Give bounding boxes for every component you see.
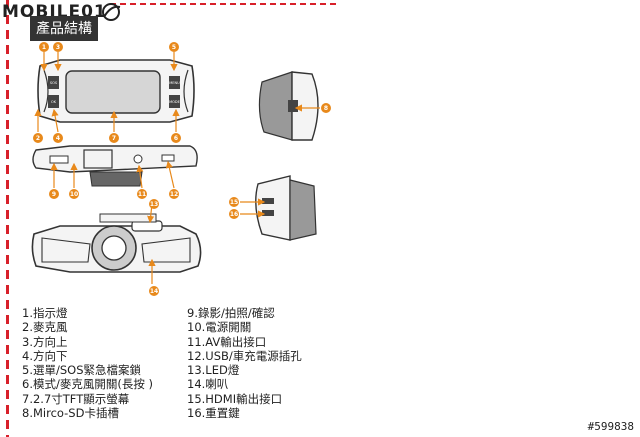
legend-item: 13.LED燈 (187, 363, 240, 378)
legend-item: 9.錄影/拍照/確認 (187, 306, 275, 320)
badge-8: 8 (321, 103, 331, 113)
badge-12: 12 (169, 189, 179, 199)
ok-mark: OK (51, 100, 57, 104)
svg-text:6: 6 (174, 135, 178, 142)
side-view-bottom (255, 175, 317, 241)
legend-item: 2.麥克風 (22, 320, 68, 335)
ok-button (48, 95, 59, 108)
legend-item: 15.HDMI輸出接口 (187, 391, 283, 406)
svg-text:15: 15 (230, 199, 238, 206)
badge-6: 6 (171, 133, 181, 143)
badge-15: 15 (229, 197, 239, 207)
tft-screen (65, 70, 161, 114)
svg-text:7: 7 (112, 135, 116, 142)
side-view-top (258, 71, 319, 141)
svg-text:5: 5 (172, 44, 176, 51)
badge-5: 5 (169, 42, 179, 52)
svg-text:10: 10 (70, 191, 78, 198)
badge-16: 16 (229, 209, 239, 219)
logo-swirl-icon (102, 3, 121, 21)
badge-3: 3 (53, 42, 63, 52)
badge-10: 10 (69, 189, 79, 199)
menu-mark: MENU (169, 81, 180, 85)
red-dashed-border-horizontal (110, 3, 338, 5)
rear-view (31, 213, 202, 273)
badge-1: 1 (39, 42, 49, 52)
badge-11: 11 (137, 189, 147, 199)
mode-button (169, 95, 180, 108)
svg-text:11: 11 (138, 191, 146, 198)
svg-text:12: 12 (170, 191, 178, 198)
svg-text:8: 8 (324, 105, 328, 112)
svg-text:14: 14 (150, 288, 158, 295)
badge-14: 14 (149, 286, 159, 296)
badge-2: 2 (33, 133, 43, 143)
front-view (37, 59, 195, 123)
callout-lines (34, 52, 320, 284)
legend-item: 8.Mirco-SD卡插槽 (22, 406, 119, 421)
legend-item: 11.AV輸出接口 (187, 334, 267, 349)
svg-text:3: 3 (56, 44, 60, 51)
red-dashed-border-vertical (6, 0, 9, 437)
legend-item: 7.2.7寸TFT顯示螢幕 (22, 391, 130, 406)
svg-text:16: 16 (230, 211, 238, 218)
section-title: 產品結構 (30, 16, 98, 41)
legend-item: 1.指示燈 (22, 306, 68, 320)
badge-4: 4 (53, 133, 63, 143)
menu-button (169, 76, 180, 89)
legend-item: 10.電源開關 (187, 320, 252, 335)
badge-7: 7 (109, 133, 119, 143)
legend-left: 1.指示燈 2.麥克風 3.方向上 4.方向下 5.選單/SOS緊急檔案鎖 6.… (22, 306, 153, 420)
legend-item: 6.模式/麥克風開關(長按 ) (22, 377, 153, 392)
svg-text:13: 13 (150, 201, 158, 208)
legend-item: 14.喇叭 (187, 377, 229, 392)
svg-text:1: 1 (42, 44, 46, 51)
legend-item: 3.方向上 (22, 334, 68, 349)
mode-mark: MODE (169, 100, 180, 104)
legend-right: 9.錄影/拍照/確認 10.電源開關 11.AV輸出接口 12.USB/車充電源… (187, 306, 302, 420)
svg-text:9: 9 (52, 191, 56, 198)
watermark: #599838 (587, 420, 634, 433)
badge-13: 13 (149, 199, 159, 209)
legend-item: 16.重置鍵 (187, 406, 240, 421)
legend-item: 4.方向下 (22, 348, 68, 363)
legend-item: 5.選單/SOS緊急檔案鎖 (22, 363, 141, 378)
sos-button (48, 76, 59, 89)
sos-mark: SOS (50, 81, 58, 85)
badge-9: 9 (49, 189, 59, 199)
legend-item: 12.USB/車充電源插孔 (187, 348, 302, 363)
svg-text:4: 4 (56, 135, 60, 142)
svg-text:2: 2 (36, 135, 40, 142)
